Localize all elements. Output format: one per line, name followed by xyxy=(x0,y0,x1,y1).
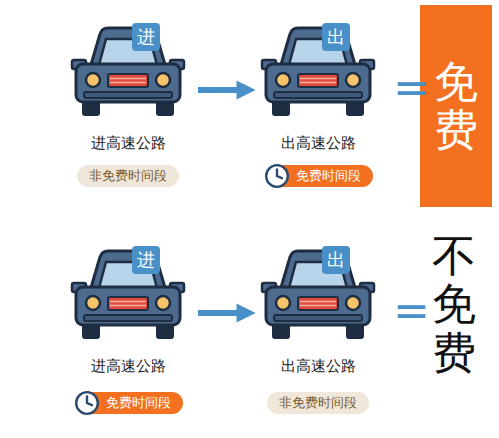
direction-badge: 出 xyxy=(322,23,350,51)
time-text: 非免费时间段 xyxy=(89,168,167,183)
car-node: 出出高速公路 xyxy=(258,245,378,345)
direction-badge: 进 xyxy=(132,246,160,274)
equals-sign: = xyxy=(393,62,430,113)
clock-icon xyxy=(74,390,100,416)
clock-icon xyxy=(264,163,290,189)
car-node: 出出高速公路 xyxy=(258,22,378,122)
time-text: 免费时间段 xyxy=(106,395,171,410)
result-text: 不免费 xyxy=(432,232,476,377)
result-box: 免费 xyxy=(420,5,492,207)
flow-arrow xyxy=(198,310,248,316)
equals-sign: = xyxy=(393,285,430,336)
road-label: 进高速公路 xyxy=(91,134,166,153)
time-text: 非免费时间段 xyxy=(279,395,357,410)
direction-badge: 出 xyxy=(322,246,350,274)
car-node: 进进高速公路 xyxy=(68,245,188,345)
time-pill: 非免费时间段 xyxy=(267,392,369,414)
result-text: 免费 xyxy=(434,58,478,155)
car-node: 进进高速公路 xyxy=(68,22,188,122)
road-label: 出高速公路 xyxy=(281,357,356,376)
road-label: 进高速公路 xyxy=(91,357,166,376)
direction-badge: 进 xyxy=(132,23,160,51)
road-label: 出高速公路 xyxy=(281,134,356,153)
time-pill: 免费时间段 xyxy=(272,165,373,187)
time-pill: 免费时间段 xyxy=(82,392,183,414)
flow-arrow xyxy=(198,87,248,93)
time-pill: 非免费时间段 xyxy=(77,165,179,187)
time-text: 免费时间段 xyxy=(296,168,361,183)
